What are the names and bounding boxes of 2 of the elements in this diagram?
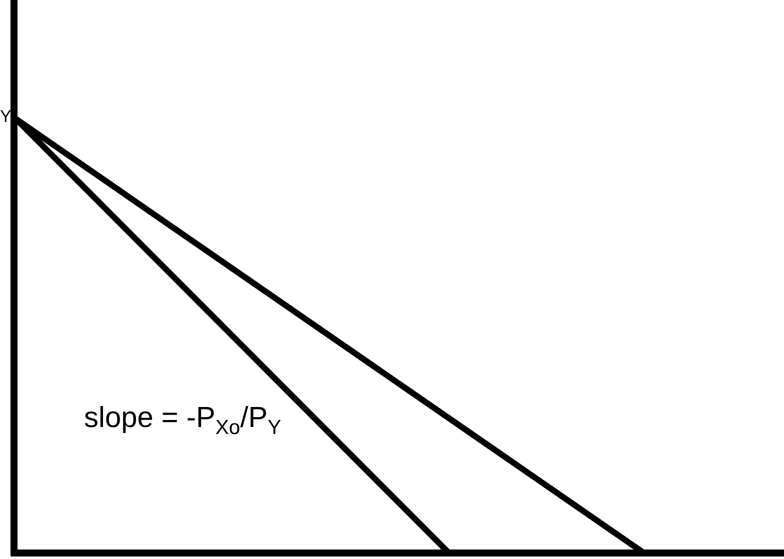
slope-label: slope = -P$_{Xo}$/P$_{Y}$: [84, 402, 282, 440]
axis-label: Y: [0, 107, 12, 127]
